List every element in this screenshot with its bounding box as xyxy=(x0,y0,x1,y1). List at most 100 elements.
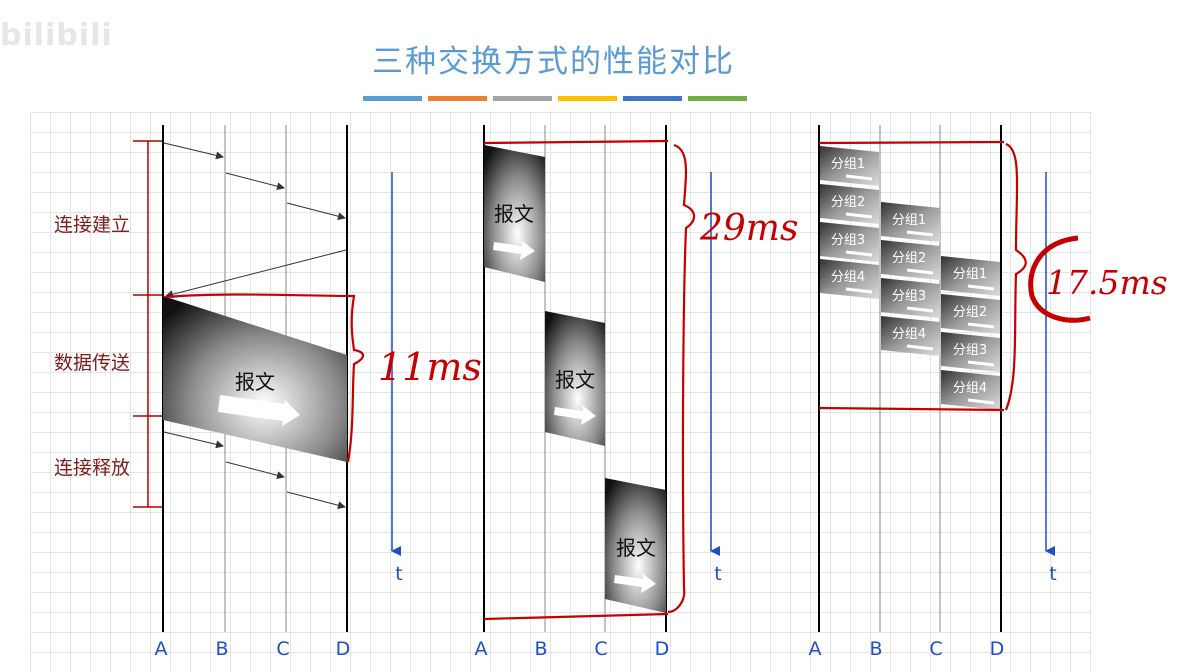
time-axis-label: t xyxy=(714,563,721,585)
arrow-right-icon xyxy=(967,360,995,367)
packet: 分组3 xyxy=(820,222,879,262)
node-label-a: A xyxy=(809,638,822,660)
node-label-c: C xyxy=(929,638,942,660)
packet-block xyxy=(881,316,940,356)
handwritten-top-line xyxy=(483,139,669,145)
message-label: 报文 xyxy=(235,370,275,394)
arrow-right-icon xyxy=(845,174,873,181)
packet-block xyxy=(941,370,1000,410)
arrow-right-icon xyxy=(845,287,873,294)
phase-label-setup: 连接建立 xyxy=(54,214,130,236)
packet-label: 分组1 xyxy=(953,267,987,282)
arrow-right-icon xyxy=(845,250,873,257)
node-label-a: A xyxy=(155,638,168,660)
release-signal-arrow xyxy=(163,431,224,449)
packet: 分组3 xyxy=(881,278,940,318)
packet-label: 分组2 xyxy=(953,305,987,320)
packet: 分组1 xyxy=(941,256,1000,296)
packet-block xyxy=(941,332,1000,372)
arrow-right-icon xyxy=(614,573,656,593)
message-block xyxy=(163,296,347,462)
packet: 分组2 xyxy=(820,184,879,224)
handwritten-circle-mark xyxy=(1028,235,1091,323)
arrow-right-icon xyxy=(967,322,995,329)
time-axis-label: t xyxy=(395,563,402,585)
handwritten-bracket xyxy=(1004,142,1027,411)
packet: 分组2 xyxy=(941,294,1000,334)
packet-block xyxy=(941,256,1000,296)
message-label: 报文 xyxy=(616,536,656,560)
handwritten-time-packet: 17.5ms xyxy=(1046,263,1168,302)
arrow-right-icon xyxy=(967,284,995,291)
message-label: 报文 xyxy=(555,368,595,392)
packet-block xyxy=(881,202,940,242)
handwritten-time-circuit: 11ms xyxy=(378,345,482,389)
color-swatch xyxy=(363,96,422,101)
setup-signal-arrow xyxy=(286,202,346,221)
arrow-right-icon xyxy=(554,405,596,425)
packet-label: 分组1 xyxy=(892,213,926,228)
release-signal-arrow xyxy=(225,461,285,480)
arrow-right-icon xyxy=(967,398,995,405)
packet-block xyxy=(941,294,1000,334)
handwritten-top-line xyxy=(818,140,1005,145)
packet-switching-panel: 分组1 分组2 分组3 分组4 分组1 分组2 xyxy=(809,125,1168,660)
packet-label: 分组4 xyxy=(831,270,865,285)
node-label-d: D xyxy=(655,638,670,660)
watermark-logo: bilibili xyxy=(0,18,113,53)
node-label-b: B xyxy=(869,638,882,660)
color-strip xyxy=(363,96,747,101)
node-label-d: D xyxy=(336,638,351,660)
arrow-right-icon xyxy=(906,268,934,275)
packet-label: 分组4 xyxy=(953,381,987,396)
packet-label: 分组4 xyxy=(892,327,926,342)
packet: 分组1 xyxy=(881,202,940,242)
node-label-c: C xyxy=(594,638,607,660)
packet: 分组1 xyxy=(820,146,879,186)
setup-signal-arrow xyxy=(163,142,224,160)
release-signal-arrow xyxy=(286,491,346,510)
phase-label-release: 连接释放 xyxy=(54,457,130,479)
packet: 分组4 xyxy=(941,370,1000,410)
arrow-right-icon xyxy=(906,344,934,351)
packet: 分组4 xyxy=(820,259,879,299)
node-label-b: B xyxy=(215,638,228,660)
arrow-right-icon xyxy=(218,395,300,426)
handwritten-bracket xyxy=(164,293,365,463)
packet-label: 分组3 xyxy=(831,233,865,248)
packet-block xyxy=(820,146,879,186)
packet-label: 分组3 xyxy=(892,289,926,304)
packet-block xyxy=(820,184,879,224)
packet: 分组3 xyxy=(941,332,1000,372)
packet-block xyxy=(820,222,879,262)
packet-block xyxy=(881,278,940,318)
handwritten-bottom-line xyxy=(818,406,1005,412)
phase-label-transfer: 数据传送 xyxy=(54,352,130,374)
setup-ack-arrow xyxy=(165,249,347,299)
handwritten-bracket xyxy=(667,143,696,614)
color-swatch xyxy=(493,96,552,101)
packet: 分组2 xyxy=(881,240,940,280)
message-label: 报文 xyxy=(494,202,534,226)
arrow-right-icon xyxy=(845,212,873,219)
message-switching-panel: 报文 报文 报文 t A B C D 29ms xyxy=(475,125,798,660)
packet-label: 分组2 xyxy=(831,195,865,210)
arrow-right-icon xyxy=(906,230,934,237)
packet-label: 分组3 xyxy=(953,343,987,358)
node-label-c: C xyxy=(276,638,289,660)
color-swatch xyxy=(688,96,747,101)
time-axis-label: t xyxy=(1049,563,1056,585)
arrow-right-icon xyxy=(493,240,535,260)
packet-block xyxy=(820,259,879,299)
arrow-right-icon xyxy=(906,306,934,313)
packet: 分组4 xyxy=(881,316,940,356)
packet-block xyxy=(881,240,940,280)
handwritten-bottom-line xyxy=(483,612,669,621)
color-swatch xyxy=(558,96,617,101)
packet-label: 分组2 xyxy=(892,251,926,266)
node-label-d: D xyxy=(990,638,1005,660)
handwritten-time-message: 29ms xyxy=(699,208,798,249)
color-swatch xyxy=(623,96,682,101)
circuit-switching-panel: 连接建立 数据传送 连接释放 报文 t A B C D 11ms xyxy=(54,125,482,660)
